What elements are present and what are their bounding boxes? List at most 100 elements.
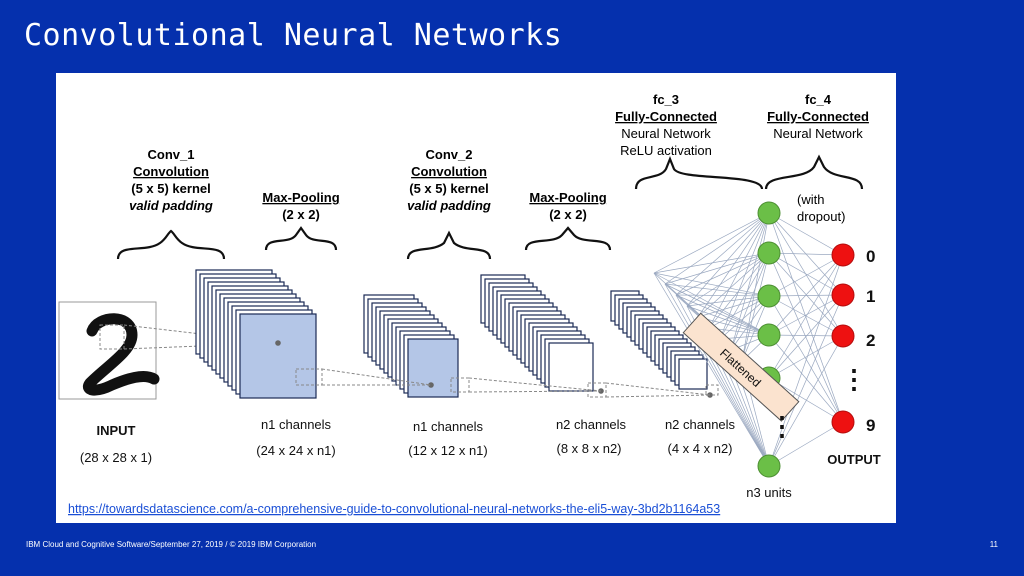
svg-text:fc_3: fc_3: [653, 92, 679, 107]
layer2-caption: n1 channels (12 x 12 x n1): [408, 419, 488, 458]
svg-text:(12 x 12 x n1): (12 x 12 x n1): [408, 443, 488, 458]
hidden-node: [757, 454, 781, 478]
connection-line: [768, 254, 844, 336]
hidden-ellipsis: ⋮: [769, 411, 795, 441]
connection-line: [730, 212, 770, 351]
cnn-diagram: Conv_1 Convolution (5 x 5) kernel valid …: [58, 92, 881, 516]
fc4-label: fc_4 Fully-Connected Neural Network: [767, 92, 869, 141]
svg-text:n1 channels: n1 channels: [413, 419, 484, 434]
connection-line: [697, 316, 770, 336]
layer1-caption: n1 channels (24 x 24 x n1): [256, 417, 336, 458]
connection-line: [730, 252, 770, 351]
dropout-note: (with dropout): [797, 192, 845, 224]
feature-map-stacks: [195, 269, 713, 399]
svg-text:fc_4: fc_4: [805, 92, 832, 107]
connection-line: [664, 283, 770, 467]
connection-line: [719, 252, 770, 340]
connection-line: [768, 254, 844, 467]
output-node: [831, 324, 855, 348]
output-digits: 0 1 2 9: [866, 247, 875, 435]
svg-text:(5 x 5) kernel: (5 x 5) kernel: [131, 181, 211, 196]
slide-title: Convolutional Neural Networks: [24, 18, 563, 53]
svg-text:Convolution: Convolution: [411, 164, 487, 179]
connection-line: [653, 212, 770, 274]
svg-text:(5 x 5) kernel: (5 x 5) kernel: [409, 181, 489, 196]
kernel-center-dot: [275, 340, 281, 346]
connection-line: [768, 254, 844, 297]
svg-text:Convolution: Convolution: [133, 164, 209, 179]
svg-text:(8 x 8 x n2): (8 x 8 x n2): [556, 441, 621, 456]
conv1-feature-maps: [195, 269, 317, 399]
svg-text:ReLU activation: ReLU activation: [620, 143, 712, 158]
connection-line: [768, 335, 844, 379]
connection-line: [653, 272, 770, 467]
output-digit-9: 9: [866, 416, 875, 435]
hidden-units-caption: n3 units: [746, 485, 792, 500]
svg-text:(4 x 4 x n2): (4 x 4 x n2): [667, 441, 732, 456]
connection-line: [697, 252, 770, 318]
feature-map-front: [548, 342, 594, 392]
svg-text:Neural Network: Neural Network: [621, 126, 711, 141]
svg-text:Neural Network: Neural Network: [773, 126, 863, 141]
conv1-label: Conv_1 Convolution (5 x 5) kernel valid …: [129, 147, 213, 213]
connection-line: [768, 252, 844, 296]
layer4-caption: n2 channels (4 x 4 x n2): [665, 417, 736, 456]
receptive-field-links: [295, 368, 719, 398]
connection-line: [768, 252, 844, 256]
hidden-node: [757, 201, 781, 225]
pool1-label: Max-Pooling (2 x 2): [262, 190, 339, 222]
connection-line: [768, 334, 844, 337]
footer-text: IBM Cloud and Cognitive Software/Septemb…: [26, 540, 317, 549]
connection-line: [768, 294, 844, 336]
connection-line: [719, 212, 770, 340]
connection-line: [768, 254, 844, 379]
fc3-brace: [634, 156, 764, 190]
diagram-panel: Conv_1 Convolution (5 x 5) kernel valid …: [56, 73, 896, 523]
output-ellipsis: ⋮: [841, 364, 867, 394]
svg-text:n2 channels: n2 channels: [665, 417, 736, 432]
svg-text:dropout): dropout): [797, 209, 845, 224]
input-caption: INPUT (28 x 28 x 1): [80, 423, 152, 465]
output-digit-1: 1: [866, 287, 875, 306]
feature-map-front: [407, 338, 459, 398]
connection-line: [675, 252, 770, 296]
hidden-node: [757, 284, 781, 308]
hidden-node: [757, 241, 781, 265]
svg-text:Fully-Connected: Fully-Connected: [767, 109, 869, 124]
svg-text:Max-Pooling: Max-Pooling: [262, 190, 339, 205]
svg-text:Conv_1: Conv_1: [148, 147, 195, 162]
connection-line: [768, 421, 844, 467]
connection-line: [768, 335, 844, 467]
layer3-caption: n2 channels (8 x 8 x n2): [556, 417, 627, 456]
svg-text:(2 x 2): (2 x 2): [549, 207, 587, 222]
svg-text:Conv_2: Conv_2: [426, 147, 473, 162]
hidden-node: [757, 323, 781, 347]
fully-connected-network: [653, 201, 855, 478]
output-node: [831, 283, 855, 307]
connection-line: [686, 212, 770, 307]
pool2-brace: [524, 226, 612, 251]
connection-line: [768, 294, 844, 467]
connections: [653, 212, 844, 467]
svg-text:valid padding: valid padding: [407, 198, 491, 213]
feature-map-front: [678, 358, 708, 390]
connection-line: [653, 272, 770, 336]
feature-map-front: [239, 313, 317, 399]
output-node: [831, 410, 855, 434]
connection-line: [697, 212, 770, 318]
fc4-brace: [764, 154, 864, 190]
pool1-feature-maps: [363, 294, 459, 398]
stage-braces: [116, 154, 864, 260]
connection-line: [768, 334, 844, 423]
connection-line: [768, 252, 844, 423]
connection-line: [741, 212, 770, 362]
connection-line: [653, 272, 770, 297]
pool2-feature-maps: [610, 290, 713, 398]
pool2-label: Max-Pooling (2 x 2): [529, 190, 606, 222]
source-link[interactable]: https://towardsdatascience.com/a-compreh…: [68, 502, 720, 516]
connection-line: [675, 294, 770, 297]
output-digit-0: 0: [866, 247, 875, 266]
conv2-brace: [406, 230, 492, 260]
connection-line: [741, 252, 770, 362]
svg-text:n1 channels: n1 channels: [261, 417, 332, 432]
